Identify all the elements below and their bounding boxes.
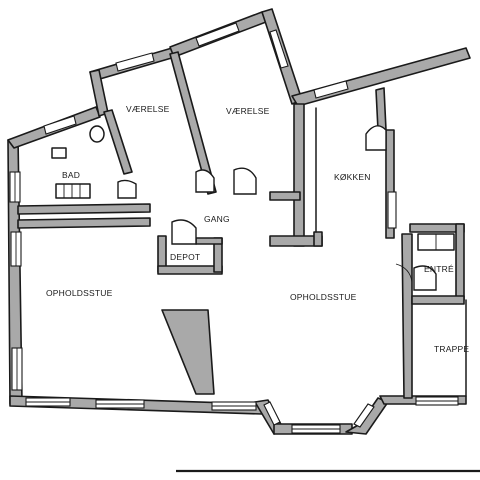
sink: [51, 147, 67, 159]
wall-right-lower: [401, 233, 413, 399]
label-kokken: KØKKEN: [334, 172, 371, 182]
fixtures: [51, 107, 467, 397]
wall-entre-bottom: [411, 295, 465, 305]
wall-stue-top: [17, 217, 151, 229]
door: [365, 125, 387, 151]
label-trappe: TRAPPE: [434, 344, 469, 354]
label-opholdsstue-left: OPHOLDSSTUE: [46, 288, 113, 298]
label-bad: BAD: [62, 170, 80, 180]
chimney: [161, 309, 215, 395]
window: [43, 115, 77, 135]
label-opholdsstue-right: OPHOLDSSTUE: [290, 292, 357, 302]
window: [263, 401, 281, 426]
window: [387, 191, 397, 229]
door: [233, 167, 257, 195]
toilet: [89, 125, 105, 143]
wall-bad-bottom: [17, 203, 151, 215]
wall-depot-top: [195, 237, 223, 245]
window: [115, 52, 155, 72]
door: [413, 265, 437, 291]
interior-walls: [17, 51, 465, 395]
door: [195, 169, 215, 193]
label-depot: DEPOT: [170, 252, 200, 262]
wall-bad-vaerelse: [103, 109, 133, 175]
wall-entre-right: [455, 223, 465, 301]
window: [353, 403, 375, 428]
windows: [9, 22, 459, 434]
wall-vaerelse-divider: [169, 51, 217, 195]
label-entre: ENTRÉ: [424, 264, 454, 274]
wall-gang-stub: [269, 191, 301, 201]
bath-cabinet: [55, 183, 91, 199]
wall-kitchen-right-upper: [375, 87, 387, 131]
door: [171, 219, 197, 245]
label-vaerelse-left: VÆRELSE: [126, 104, 170, 114]
wall-kitchen-left: [293, 103, 305, 247]
label-vaerelse-right: VÆRELSE: [226, 106, 270, 116]
room-labels: VÆRELSE VÆRELSE BAD KØKKEN GANG DEPOT EN…: [46, 104, 469, 354]
window: [195, 22, 240, 47]
window: [269, 29, 289, 69]
door: [117, 179, 137, 199]
doors: [117, 125, 437, 291]
window: [313, 80, 349, 99]
label-gang: GANG: [204, 214, 230, 224]
wall-kitchen-lower: [313, 231, 323, 247]
wall-depot-bottom: [157, 265, 223, 275]
